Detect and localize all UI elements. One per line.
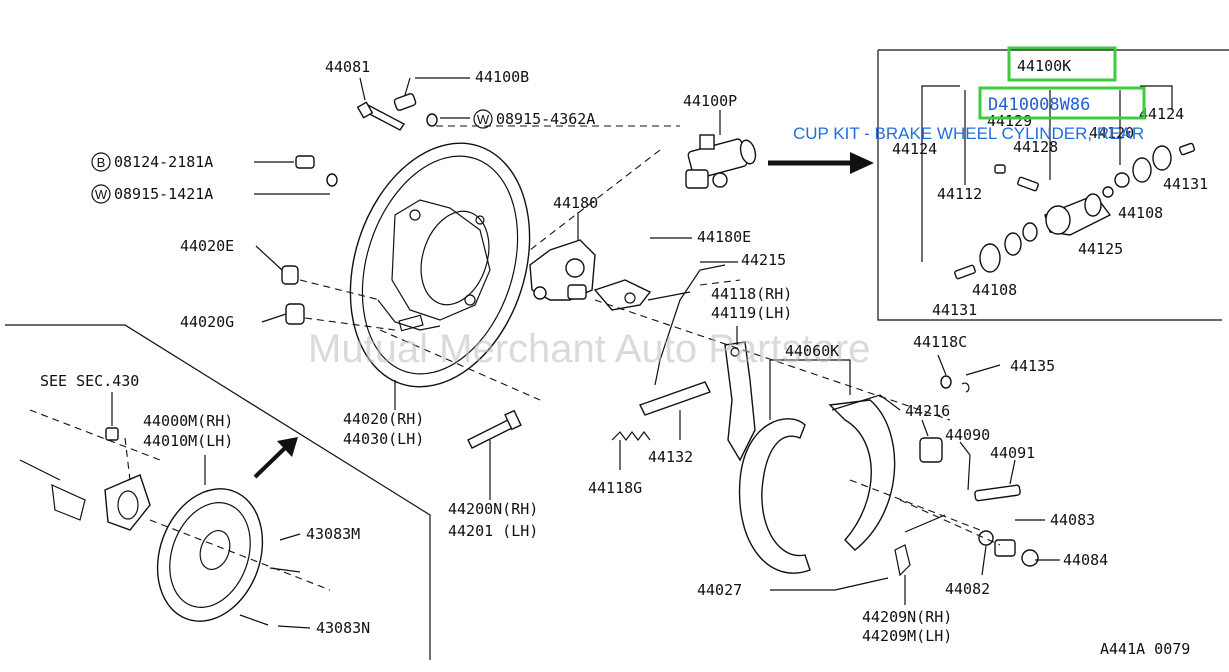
callout-44027[interactable]: 44027 (697, 581, 742, 599)
callout-44180[interactable]: 44180 (553, 194, 598, 212)
callout-44124-right[interactable]: 44124 (1139, 105, 1184, 123)
callout-44131-right[interactable]: 44131 (1163, 175, 1208, 193)
callout-44118C[interactable]: 44118C (913, 333, 967, 351)
callout-44120[interactable]: 44120 (1089, 124, 1134, 142)
callout-08915-4362A[interactable]: 08915-4362A (496, 110, 595, 128)
callout-44000M-rh[interactable]: 44000M(RH) (143, 412, 233, 430)
callout-44135[interactable]: 44135 (1010, 357, 1055, 375)
callout-labels: 44081 44100B 08915-4362A 08124-2181A 089… (40, 58, 1108, 645)
callout-44108-left[interactable]: 44108 (972, 281, 1017, 299)
callout-43083M[interactable]: 43083M (306, 525, 360, 543)
inset-labels: 44100K 44124 44124 44129 44120 44128 441… (892, 57, 1208, 319)
callout-44082[interactable]: 44082 (945, 580, 990, 598)
callout-44124-left[interactable]: 44124 (892, 140, 937, 158)
callout-44131-left[interactable]: 44131 (932, 301, 977, 319)
highlight-caption: CUP KIT - BRAKE WHEEL CYLINDER, REAR (793, 124, 1144, 143)
wheel-cylinder-illustration (685, 134, 757, 189)
callout-44084[interactable]: 44084 (1063, 551, 1108, 569)
callout-44060K[interactable]: 44060K (785, 342, 839, 360)
backing-plate-illustration (349, 142, 531, 388)
callout-44108-right[interactable]: 44108 (1118, 204, 1163, 222)
callout-44091[interactable]: 44091 (990, 444, 1035, 462)
symbol-w: W (95, 187, 108, 202)
callout-44030-lh[interactable]: 44030(LH) (343, 430, 424, 448)
callout-44209M-lh[interactable]: 44209M(LH) (862, 627, 952, 645)
inset-cylinder-exploded (921, 85, 1196, 280)
highlight-box-part-code[interactable] (978, 86, 1146, 120)
callout-44215[interactable]: 44215 (741, 251, 786, 269)
callout-44020-rh[interactable]: 44020(RH) (343, 410, 424, 428)
spring-44118G (611, 431, 651, 441)
highlight-box-44100K[interactable] (1007, 46, 1117, 82)
symbol-w: W (477, 112, 490, 127)
callout-44132[interactable]: 44132 (648, 448, 693, 466)
inset-frame (877, 49, 1229, 321)
plate-44180E (593, 279, 652, 311)
callout-44118-rh[interactable]: 44118(RH) (711, 285, 792, 303)
symbol-b: B (97, 155, 106, 170)
watermark: Mutual Merchant Auto Partstore (308, 327, 871, 371)
callout-08915-1421A[interactable]: 08915-1421A (114, 185, 213, 203)
figure-code: A441A 0079 (1100, 640, 1190, 658)
callout-44128[interactable]: 44128 (1013, 138, 1058, 156)
callout-44020E[interactable]: 44020E (180, 237, 234, 255)
callout-44180E[interactable]: 44180E (697, 228, 751, 246)
highlight-overlay: D410008W86 CUP KIT - BRAKE WHEEL CYLINDE… (793, 46, 1146, 143)
callout-44200N-rh[interactable]: 44200N(RH) (448, 500, 538, 518)
brake-shoes-illustration (738, 394, 901, 574)
callout-44118G[interactable]: 44118G (588, 479, 642, 497)
callout-see-sec-430[interactable]: SEE SEC.430 (40, 372, 139, 390)
callout-44010M-lh[interactable]: 44010M(LH) (143, 432, 233, 450)
callout-44112[interactable]: 44112 (937, 185, 982, 203)
callout-44216[interactable]: 44216 (905, 402, 950, 420)
callout-44090[interactable]: 44090 (945, 426, 990, 444)
solid-leaders (111, 77, 1060, 629)
circled-symbols: B W W (91, 109, 493, 204)
lever-44215 (647, 264, 726, 386)
callout-44201-lh[interactable]: 44201 (LH) (448, 522, 538, 540)
callout-44119-lh[interactable]: 44119(LH) (711, 304, 792, 322)
highlight-part-code: D410008W86 (988, 95, 1090, 115)
callout-44100P[interactable]: 44100P (683, 92, 737, 110)
callout-44081[interactable]: 44081 (325, 58, 370, 76)
bolt-44200N (467, 409, 522, 449)
strut-44132 (639, 381, 711, 416)
callout-44020G[interactable]: 44020G (180, 313, 234, 331)
fasteners-upper (281, 93, 438, 325)
callout-44209N-rh[interactable]: 44209N(RH) (862, 608, 952, 626)
callout-08124-2181A[interactable]: 08124-2181A (114, 153, 213, 171)
callout-43083N[interactable]: 43083N (316, 619, 370, 637)
hub-arrow (253, 437, 298, 479)
lower-left-frame (5, 324, 431, 660)
small-parts-right (834, 375, 1039, 591)
callout-44100K[interactable]: 44100K (1017, 57, 1071, 75)
adjuster-illustration (529, 239, 596, 301)
lever-44118 (724, 341, 756, 462)
hub-assembly-illustration (19, 427, 301, 626)
callout-44083[interactable]: 44083 (1050, 511, 1095, 529)
arrow-to-inset (768, 152, 874, 174)
callout-44125[interactable]: 44125 (1078, 240, 1123, 258)
callout-44100B[interactable]: 44100B (475, 68, 529, 86)
